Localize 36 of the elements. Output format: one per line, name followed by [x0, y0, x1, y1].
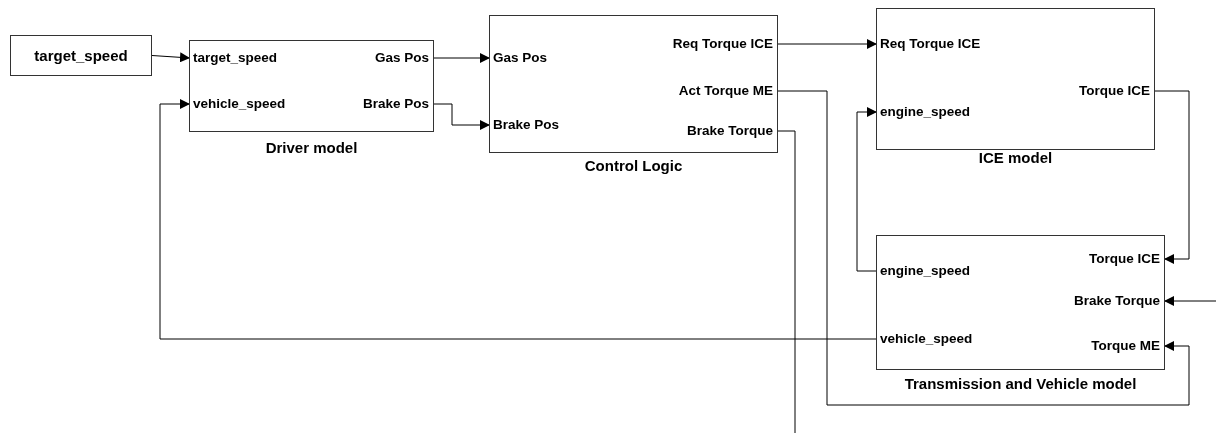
- input-block: target_speed: [10, 35, 152, 76]
- signal-arrow: [432, 53, 491, 63]
- block-title: Driver model: [264, 139, 359, 156]
- port-label: Torque ICE: [1089, 251, 1164, 267]
- port-label: Torque ICE: [1079, 83, 1154, 99]
- signal-arrow: [432, 103, 491, 130]
- port-label: engine_speed: [877, 104, 971, 120]
- port-label: Gas Pos: [490, 50, 548, 66]
- model-block: [489, 15, 778, 153]
- port-label: Brake Torque: [686, 123, 777, 139]
- model-block: [876, 8, 1155, 150]
- port-label: engine_speed: [877, 263, 971, 279]
- port-label: Act Torque ME: [678, 83, 777, 99]
- signal-arrow: [776, 39, 878, 49]
- signal-arrow: [151, 52, 191, 63]
- signal-arrow: [1153, 90, 1190, 264]
- port-label: vehicle_speed: [190, 96, 286, 112]
- port-label: Brake Pos: [490, 117, 560, 133]
- model-block: [189, 40, 434, 132]
- signal-arrow: [856, 107, 878, 272]
- signal-arrow: [776, 90, 1190, 406]
- port-label: Req Torque ICE: [672, 36, 777, 52]
- port-label: Torque ME: [1091, 338, 1164, 354]
- port-label: vehicle_speed: [877, 331, 973, 347]
- signal-line: [776, 130, 796, 433]
- signal-arrow: [159, 99, 878, 340]
- port-label: Req Torque ICE: [877, 36, 981, 52]
- port-label: Gas Pos: [374, 50, 433, 66]
- block-title: Control Logic: [583, 157, 684, 174]
- port-label: Brake Torque: [1073, 293, 1164, 309]
- signal-arrow: [1163, 296, 1216, 306]
- port-label: target_speed: [190, 50, 278, 66]
- model-block: [876, 235, 1165, 370]
- block-title: ICE model: [977, 149, 1054, 166]
- block-title: Transmission and Vehicle model: [903, 375, 1138, 392]
- port-label: Brake Pos: [362, 96, 433, 112]
